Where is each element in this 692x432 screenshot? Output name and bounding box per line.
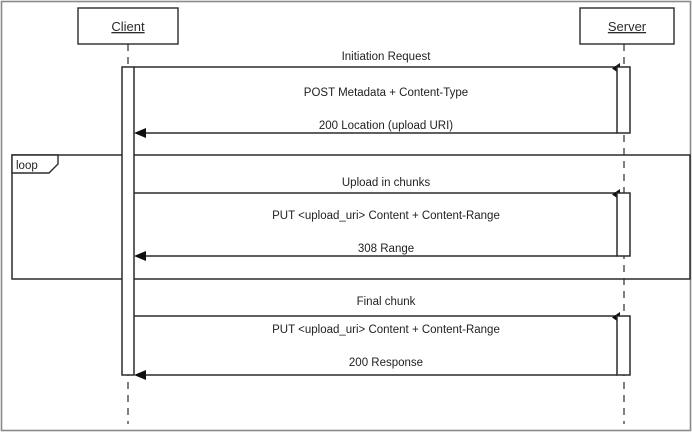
activation-bar-server-initiation xyxy=(616,66,631,134)
message-post-metadata: POST Metadata + Content-Type xyxy=(304,87,468,99)
participant-client-box[interactable] xyxy=(77,7,179,45)
message-group-final-chunk: Final chunk PUT <upload_uri> Content + C… xyxy=(134,296,620,380)
participant-server[interactable]: Server xyxy=(579,7,675,45)
participant-client[interactable]: Client xyxy=(77,7,179,45)
activation-bar-client xyxy=(121,66,135,376)
message-put-chunk: PUT <upload_uri> Content + Content-Range xyxy=(272,210,500,222)
loop-fragment-tab xyxy=(11,154,59,174)
participant-server-label: Server xyxy=(608,19,647,34)
message-200-response: 200 Response xyxy=(349,357,423,369)
loop-fragment-operator: loop xyxy=(16,160,38,172)
arrowhead-200-location xyxy=(134,128,146,138)
message-200-location: 200 Location (upload URI) xyxy=(319,120,453,132)
participant-client-label: Client xyxy=(111,19,145,34)
message-group-chunk-upload: Upload in chunks PUT <upload_uri> Conten… xyxy=(134,177,620,261)
activation-bar-server-final xyxy=(616,315,631,376)
note-initiation-request: Initiation Request xyxy=(342,51,432,63)
loop-fragment: loop xyxy=(11,154,691,280)
participant-server-box[interactable] xyxy=(579,7,675,45)
message-group-initiation: Initiation Request POST Metadata + Conte… xyxy=(134,51,620,138)
loop-fragment-frame xyxy=(11,154,691,280)
message-put-final-chunk: PUT <upload_uri> Content + Content-Range xyxy=(272,324,500,336)
arrowhead-308-range xyxy=(134,251,146,261)
message-308-range: 308 Range xyxy=(358,243,414,255)
note-upload-in-chunks: Upload in chunks xyxy=(342,177,430,189)
arrowhead-200-response xyxy=(134,370,146,380)
activation-bar-server-chunk xyxy=(616,192,631,257)
note-final-chunk: Final chunk xyxy=(357,296,416,308)
